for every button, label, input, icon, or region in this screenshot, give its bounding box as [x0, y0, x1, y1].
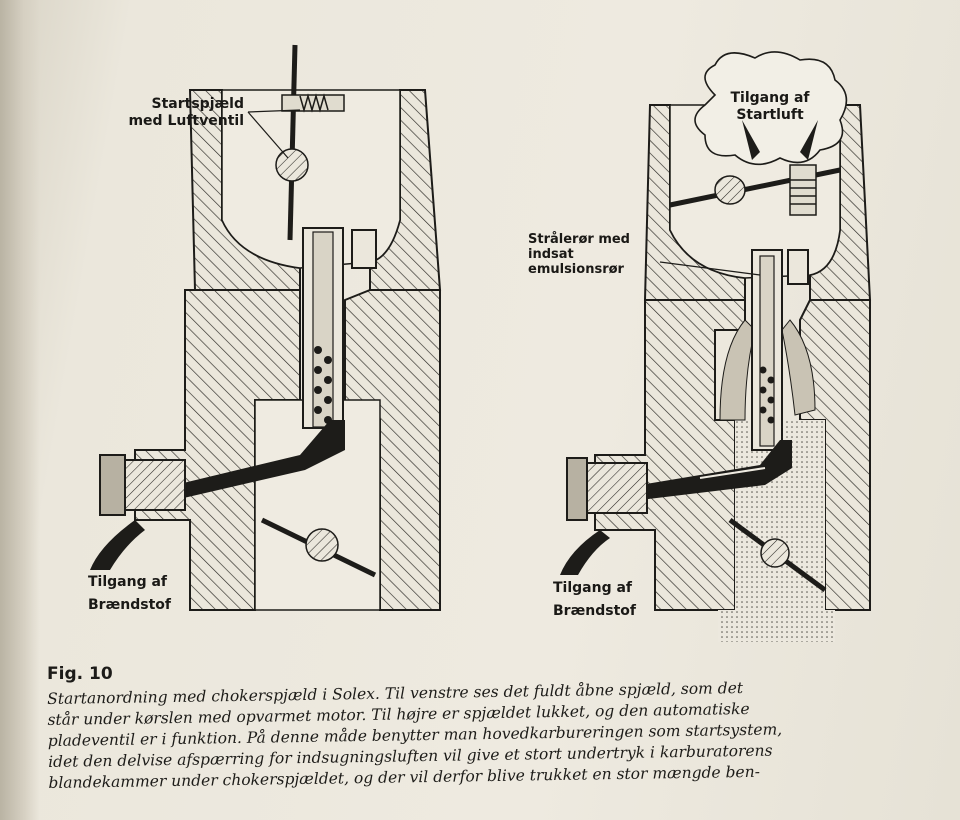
left-carburetor — [90, 44, 442, 611]
page-gutter-shadow — [0, 0, 40, 820]
label-line: Startluft — [736, 107, 804, 123]
label-line: Tilgang af — [88, 574, 168, 590]
right-carburetor — [560, 51, 872, 642]
label-line: Brændstof — [553, 603, 636, 619]
label-line: emulsionsrør — [528, 262, 624, 277]
label-line: Strålerør med — [528, 232, 630, 247]
label-choke-air-valve: Startspjæld med Luftventil — [94, 96, 244, 130]
label-line: indsat — [528, 247, 574, 262]
label-start-air: Tilgang af Startluft — [725, 90, 815, 124]
label-line: med Luftventil — [128, 113, 244, 129]
label-fuel-inlet-left: Tilgang af Brændstof — [88, 574, 171, 614]
label-line: Tilgang af — [553, 580, 633, 596]
figure-caption: Startanordning med chokerspjæld i Solex.… — [47, 675, 929, 794]
label-jet-tube: Strålerør med indsat emulsionsrør — [528, 232, 630, 277]
label-line: Brændstof — [88, 597, 171, 613]
label-line: Tilgang af — [730, 90, 810, 106]
figure-number: Fig. 10 — [47, 664, 113, 684]
air-cloud — [694, 51, 848, 166]
label-line: Startspjæld — [151, 96, 244, 112]
label-fuel-inlet-right: Tilgang af Brændstof — [553, 580, 636, 620]
